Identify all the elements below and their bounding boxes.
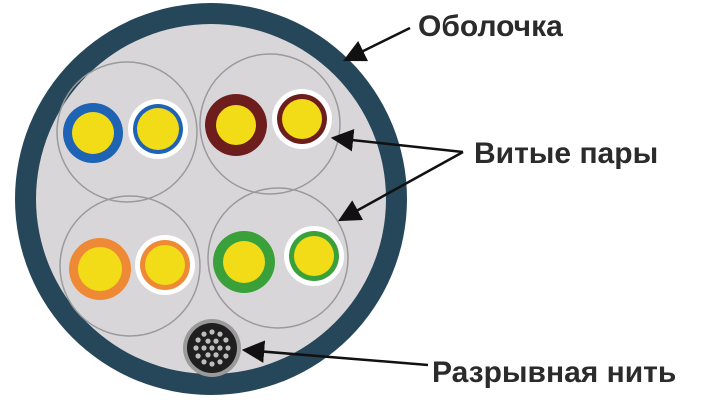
wire-brown-solid [205,94,267,156]
pair-bundle-orange [59,195,201,337]
rip-cord-strand [193,345,199,351]
rip-cord-strand [223,337,229,343]
rip-cord-strand [223,353,229,359]
rip-cord-strand [213,338,219,344]
wire-blue-solid [63,103,123,163]
rip-cord-strand [217,345,223,351]
rip-cord-strand [201,345,207,351]
rip-cord-strand [205,338,211,344]
wire-brown-striped [272,89,332,149]
rip-cord-strand [201,331,207,337]
rip-cord-strand [201,359,207,365]
wire-orange-solid [69,238,131,300]
rip-cord-strand [225,345,231,351]
pair-bundle-green [207,187,349,329]
label-sheath: Оболочка [418,10,563,43]
wire-blue-striped [128,99,188,159]
label-twisted-pairs: Витые пары [474,137,658,170]
pair-bundle-blue [56,61,198,203]
arrow-twisted-pairs-upper [330,128,464,154]
rip-cord-strand [195,353,201,359]
label-rip-cord: Разрывная нить [432,356,676,389]
wire-green-solid [213,231,275,293]
arrow-sheath [342,26,411,62]
rip-cord-strand [209,329,215,335]
rip-cord-strand [217,331,223,337]
rip-cord-strand [217,359,223,365]
rip-cord-strand [205,352,211,358]
arrow-twisted-pairs-lower [338,150,464,222]
pair-bundle-brown [199,53,341,195]
wire-green-striped [284,226,344,286]
rip-cord [183,319,241,377]
rip-cord-strand [213,352,219,358]
wire-orange-striped [135,235,195,295]
rip-cord-strand [209,361,215,367]
arrow-rip-cord [241,340,429,367]
rip-cord-strand [209,345,215,351]
rip-cord-strand [195,337,201,343]
